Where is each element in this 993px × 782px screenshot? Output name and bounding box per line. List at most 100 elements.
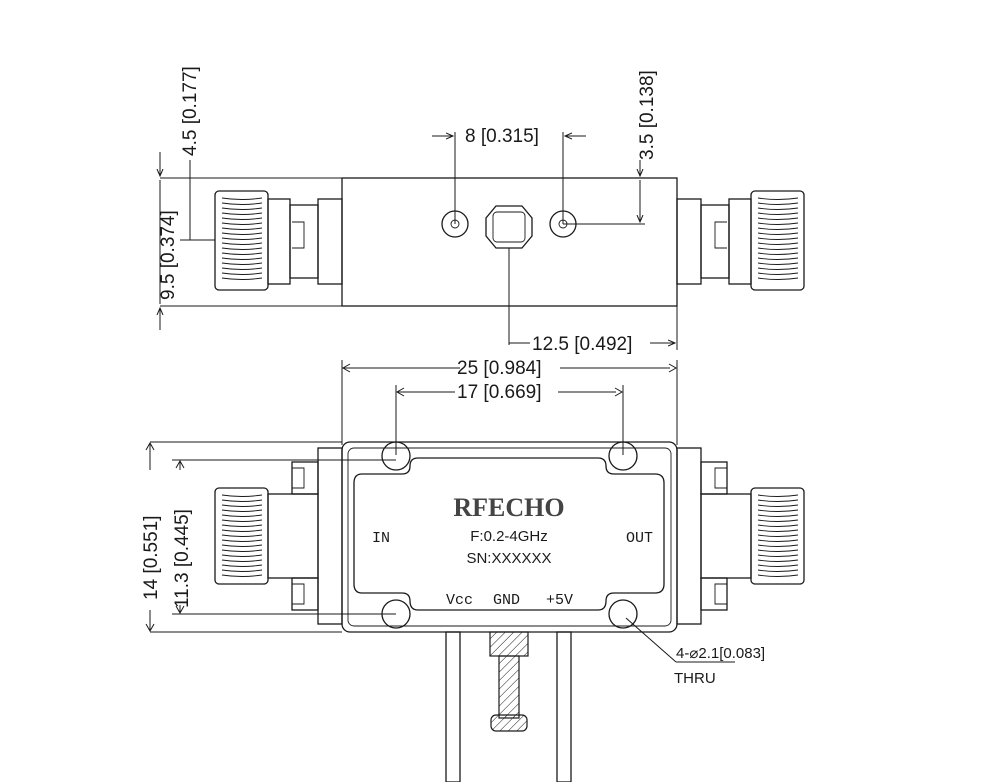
frequency-text: F:0.2-4GHz xyxy=(470,528,548,545)
thread-line xyxy=(757,252,799,255)
dim-14-label: 14 [0.551] xyxy=(141,515,162,600)
thread-line xyxy=(221,227,263,230)
thread-line xyxy=(221,262,263,265)
label-area xyxy=(353,457,665,611)
thread-line xyxy=(221,534,263,537)
dim-11-3-label: 11.3 [0.445] xyxy=(172,509,193,608)
thread-line xyxy=(757,544,799,547)
mounting-hole-top-right xyxy=(608,441,638,471)
thread-line xyxy=(757,494,799,497)
thread-line xyxy=(757,559,799,562)
thread-line xyxy=(221,202,263,205)
side-view: 4.5 [0.177] 9.5 [0.374] 8 [0.315] 3.5 [0… xyxy=(158,66,805,355)
thread-line xyxy=(221,217,263,220)
top-view: 25 [0.984] 17 [0.669] RFECHO F:0.2-4GHz … xyxy=(141,358,805,782)
thread-line xyxy=(221,559,263,562)
thread-line xyxy=(221,237,263,240)
hole-thru-label: THRU xyxy=(674,670,716,687)
thread-line xyxy=(221,267,263,270)
thread-line xyxy=(757,549,799,552)
thread-line xyxy=(757,277,799,280)
thread-line xyxy=(757,272,799,275)
thread-line xyxy=(221,252,263,255)
side-view-center-nut xyxy=(485,205,533,345)
vcc-label: Vcc xyxy=(446,592,473,609)
side-view-left-connector xyxy=(214,190,343,291)
serial-text: SN:XXXXXX xyxy=(466,550,551,567)
thread-line xyxy=(757,232,799,235)
thread-line xyxy=(757,524,799,527)
plus5v-label: +5V xyxy=(546,592,573,609)
hole-spec-label: 4-⌀2.1[0.083] xyxy=(676,645,765,662)
gnd-label: GND xyxy=(493,592,520,609)
thread-line xyxy=(757,237,799,240)
thread-line xyxy=(221,504,263,507)
thread-line xyxy=(221,544,263,547)
thread-line xyxy=(757,574,799,577)
dim-25-label: 25 [0.984] xyxy=(457,358,542,379)
thread-line xyxy=(221,247,263,250)
thread-line xyxy=(757,227,799,230)
thread-line xyxy=(221,519,263,522)
mounting-hole-top-left xyxy=(381,441,411,471)
thread-line xyxy=(757,554,799,557)
dim-4-5-label: 4.5 [0.177] xyxy=(180,66,201,156)
mounting-hole-bottom-right xyxy=(608,599,638,629)
thread-line xyxy=(221,212,263,215)
thread-line xyxy=(221,549,263,552)
thread-line xyxy=(757,222,799,225)
thread-line xyxy=(221,494,263,497)
thread-line xyxy=(221,574,263,577)
thread-line xyxy=(757,514,799,517)
dim-3-5-label: 3.5 [0.138] xyxy=(637,70,658,160)
thread-line xyxy=(221,514,263,517)
side-view-right-connector xyxy=(676,190,805,291)
thread-line xyxy=(221,554,263,557)
thread-line xyxy=(757,529,799,532)
thread-line xyxy=(757,212,799,215)
thread-line xyxy=(221,207,263,210)
thread-line xyxy=(221,524,263,527)
thread-line xyxy=(757,534,799,537)
bias-pins xyxy=(445,631,572,782)
brand-logo: RFECHO xyxy=(453,493,564,522)
thread-line xyxy=(757,217,799,220)
dim-9-5-side-label: 9.5 [0.374] xyxy=(158,210,179,300)
thread-line xyxy=(757,499,799,502)
thread-line xyxy=(221,569,263,572)
thread-line xyxy=(221,277,263,280)
thread-line xyxy=(757,242,799,245)
thread-line xyxy=(221,197,263,200)
thread-line xyxy=(757,504,799,507)
port-out-label: OUT xyxy=(626,530,653,547)
thread-line xyxy=(221,257,263,260)
thread-line xyxy=(757,509,799,512)
thread-line xyxy=(757,207,799,210)
thread-line xyxy=(221,499,263,502)
thread-line xyxy=(221,539,263,542)
thread-line xyxy=(757,569,799,572)
thread-line xyxy=(221,272,263,275)
thread-line xyxy=(221,232,263,235)
thread-line xyxy=(757,247,799,250)
thread-line xyxy=(757,564,799,567)
thread-line xyxy=(221,222,263,225)
thread-line xyxy=(757,262,799,265)
top-view-left-connector xyxy=(214,447,343,625)
thread-line xyxy=(757,197,799,200)
thread-line xyxy=(757,519,799,522)
port-in-label: IN xyxy=(372,530,390,547)
dim-8-label: 8 [0.315] xyxy=(465,126,539,147)
thread-line xyxy=(757,257,799,260)
thread-line xyxy=(221,242,263,245)
thread-line xyxy=(757,202,799,205)
thread-line xyxy=(757,539,799,542)
dim-17-label: 17 [0.669] xyxy=(457,382,542,403)
dim-12-5-label: 12.5 [0.492] xyxy=(532,334,632,355)
thread-line xyxy=(221,529,263,532)
thread-line xyxy=(757,267,799,270)
thread-line xyxy=(221,564,263,567)
top-view-right-connector xyxy=(676,447,805,625)
thread-line xyxy=(221,509,263,512)
